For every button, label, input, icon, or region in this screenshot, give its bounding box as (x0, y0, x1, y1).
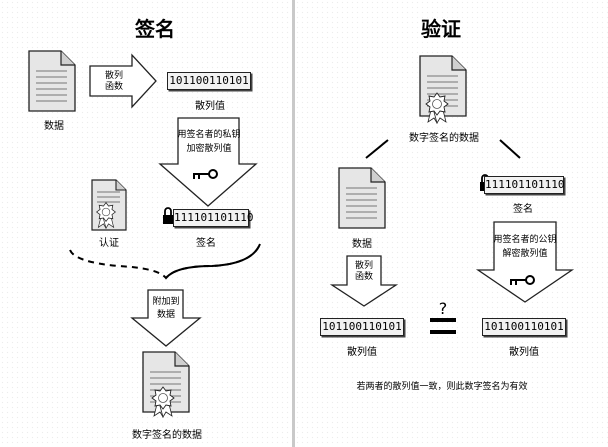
sign-lock-icon (162, 207, 174, 225)
equals-icon (430, 318, 456, 334)
certificate-label: 认证 (99, 238, 119, 249)
verify-data-label: 数据 (352, 239, 372, 250)
attach-label: 附加到 数据 (152, 297, 180, 320)
verify-hash-value-left-label: 散列值 (347, 347, 377, 358)
verify-hash-value-right-label: 散列值 (509, 347, 539, 358)
question-mark: ? (438, 299, 448, 318)
verify-signature-box: 111101101110 (484, 176, 564, 194)
verify-title: 验证 (421, 17, 461, 41)
sign-hash-function-label: 散列 函数 (104, 71, 123, 92)
verify-decrypt-label: 用签名者的公钥 解密散列值 (493, 235, 557, 259)
panel-divider (292, 0, 295, 447)
verify-data-document-icon (338, 167, 386, 229)
sign-encrypt-arrow-down-icon (158, 117, 258, 207)
verify-hash-value-right-box: 101100110101 (482, 318, 566, 336)
certificate-icon (91, 179, 127, 231)
signed-data-document-icon (142, 351, 190, 418)
attach-brace-solid (165, 243, 261, 279)
sign-data-label: 数据 (44, 121, 64, 132)
sign-signature-label: 签名 (196, 238, 216, 249)
attach-arrow-down-icon (130, 289, 202, 347)
verify-signed-data-label: 数字签名的数据 (409, 133, 479, 144)
sign-hash-value-box: 101100110101 (167, 72, 251, 90)
sign-hash-function-arrow-right-icon (89, 53, 157, 109)
sign-encrypt-label: 用签名者的私钥 加密散列值 (177, 130, 241, 154)
sign-signed-data-label: 数字签名的数据 (132, 430, 202, 441)
verify-signature-label: 签名 (513, 204, 533, 215)
verify-hash-value-left-box: 101100110101 (320, 318, 404, 336)
attach-brace (69, 243, 261, 280)
verify-hash-function-arrow-down-icon (329, 255, 399, 307)
sign-hash-value-label: 散列值 (195, 101, 225, 112)
sign-title: 签名 (135, 17, 175, 41)
sign-signature-box: 111101101110 (173, 209, 253, 227)
sign-data-document-icon (28, 50, 76, 112)
verify-conclusion: 若两者的散列值一致，则此数字签名为有效 (356, 382, 528, 392)
verify-decrypt-arrow-down-icon (475, 221, 575, 303)
verify-hash-function-label: 散列 函数 (354, 261, 373, 282)
verify-signed-document-icon (419, 55, 467, 124)
